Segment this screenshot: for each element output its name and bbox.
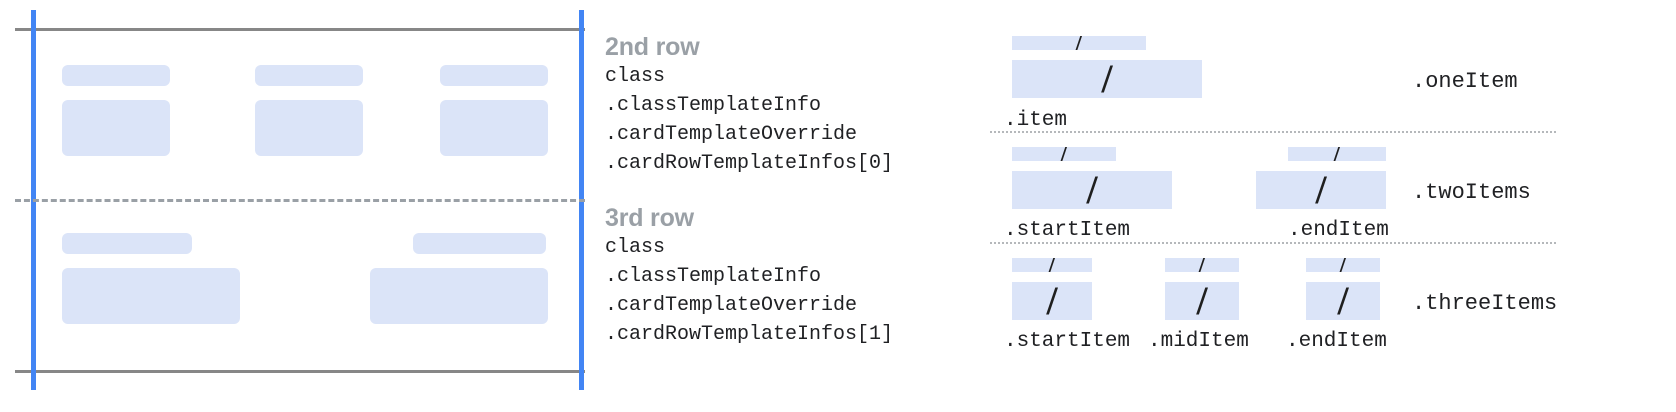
item-thick-block: / <box>1012 171 1172 209</box>
item-group-label: .threeItems <box>1412 291 1558 316</box>
item-thin-block: / <box>1012 147 1116 161</box>
item-label: .item <box>1004 109 1068 132</box>
card-bottom-border <box>15 370 585 373</box>
card-top-border <box>15 28 585 31</box>
annotation-line: .cardTemplateOverride <box>605 123 858 146</box>
item-thin-block: / <box>1165 258 1239 272</box>
item-group-divider <box>990 242 1556 244</box>
item-label: .midItem <box>1148 330 1249 353</box>
item-thin-block: / <box>1306 258 1380 272</box>
card-cell-label-block <box>440 65 548 86</box>
item-thin-block: / <box>1012 258 1092 272</box>
card-cell-body-block <box>62 268 240 324</box>
card-cell-label-block <box>255 65 363 86</box>
slash-icon: / <box>1315 171 1327 209</box>
item-thick-block: / <box>1012 282 1092 320</box>
annotation-line: .cardTemplateOverride <box>605 294 858 317</box>
slash-icon: / <box>1086 171 1098 209</box>
annotation-line: .classTemplateInfo <box>605 94 822 117</box>
card-cell-label-block <box>413 233 546 254</box>
item-label: .endItem <box>1286 330 1387 353</box>
slash-icon: / <box>1060 147 1067 161</box>
slash-icon: / <box>1046 282 1058 320</box>
card-cell-body-block <box>255 100 363 156</box>
item-thick-block: / <box>1306 282 1380 320</box>
item-group-label: .twoItems <box>1412 180 1531 205</box>
card-row-divider <box>15 199 585 202</box>
slash-icon: / <box>1196 282 1208 320</box>
item-label: .startItem <box>1004 219 1131 242</box>
slash-icon: / <box>1337 282 1349 320</box>
item-group-label: .oneItem <box>1412 69 1518 94</box>
slash-icon: / <box>1333 147 1340 161</box>
annotation-line: class <box>605 236 666 259</box>
annotation-title: 3rd row <box>605 204 694 232</box>
item-thick-block: / <box>1165 282 1239 320</box>
annotation-title: 2nd row <box>605 33 700 61</box>
annotation-line: .cardRowTemplateInfos[1] <box>605 323 894 346</box>
annotation-line: class <box>605 65 666 88</box>
card-cell-label-block <box>62 233 192 254</box>
card-cell-body-block <box>440 100 548 156</box>
item-group-divider <box>990 131 1556 133</box>
slash-icon: / <box>1198 258 1205 272</box>
card-cell-body-block <box>62 100 170 156</box>
item-thin-block: / <box>1288 147 1386 161</box>
slash-icon: / <box>1048 258 1055 272</box>
item-thick-block: / <box>1012 60 1202 98</box>
item-thin-block: / <box>1012 36 1146 50</box>
annotation-line: .classTemplateInfo <box>605 265 822 288</box>
item-label: .endItem <box>1288 219 1389 242</box>
annotation-line: .cardRowTemplateInfos[0] <box>605 152 894 175</box>
annotation-3rd-row: 3rd row class .classTemplateInfo .cardTe… <box>605 203 893 349</box>
slash-icon: / <box>1075 36 1082 50</box>
slash-icon: / <box>1101 60 1113 98</box>
card-cell-label-block <box>62 65 170 86</box>
item-label: .startItem <box>1004 330 1131 353</box>
card-cell-body-block <box>370 268 548 324</box>
annotation-2nd-row: 2nd row class .classTemplateInfo .cardTe… <box>605 32 893 178</box>
slash-icon: / <box>1339 258 1346 272</box>
item-thick-block: / <box>1256 171 1386 209</box>
